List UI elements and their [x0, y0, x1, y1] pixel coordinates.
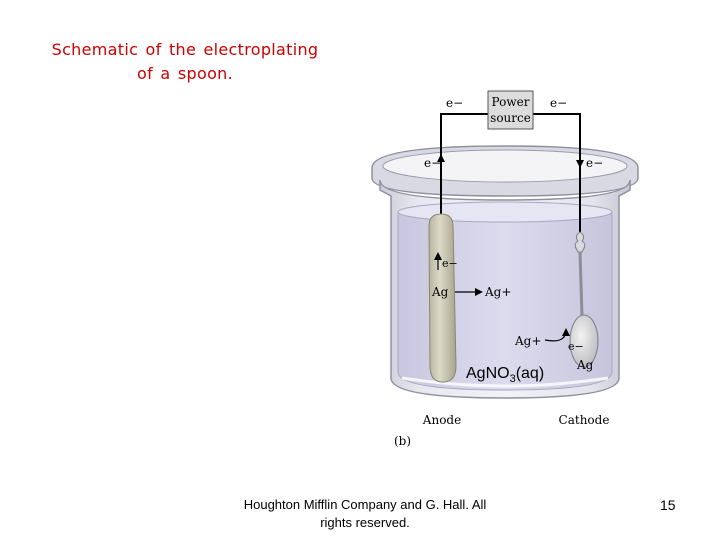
electrolyte-formula-state: (aq) — [515, 365, 545, 382]
anode-electron-label: e− — [442, 257, 458, 270]
cathode-ag-label: Ag — [576, 358, 594, 372]
cathode-reduction-arrow — [544, 328, 570, 342]
electron-label-anode-top: e− — [424, 156, 441, 170]
slide-title: Schematic of the electroplating of a spo… — [51, 40, 319, 83]
spoon-cathode — [569, 231, 599, 368]
panel-label: (b) — [394, 434, 411, 448]
electrolyte-formula-main: AgNO — [466, 365, 510, 382]
electron-label-cathode-top: e− — [586, 156, 603, 170]
power-source-box — [487, 90, 534, 130]
anode-ag-ion-label: Ag+ — [484, 285, 511, 299]
electrolyte-formula-subscript: 3 — [509, 373, 516, 386]
electron-label-wire-right: e− — [550, 96, 567, 110]
electrolyte-formula: AgNO3(aq) — [466, 365, 544, 385]
footer-credit: Houghton Mifflin Company and G. Hall. Al… — [243, 497, 487, 530]
electron-label-wire-left: e− — [446, 96, 463, 110]
external-circuit-wires — [440, 113, 581, 235]
power-source-label-line2: source — [490, 111, 531, 125]
power-source-label-line1: Power — [492, 95, 530, 109]
cathode-label: Cathode — [559, 413, 610, 427]
beaker — [371, 145, 639, 399]
cathode-electron-label: e− — [568, 340, 584, 353]
anode-ag-label: Ag — [431, 285, 449, 299]
slide-number: 15 — [660, 497, 676, 513]
anode-label: Anode — [422, 413, 461, 427]
cathode-ag-ion-label: Ag+ — [514, 334, 541, 348]
